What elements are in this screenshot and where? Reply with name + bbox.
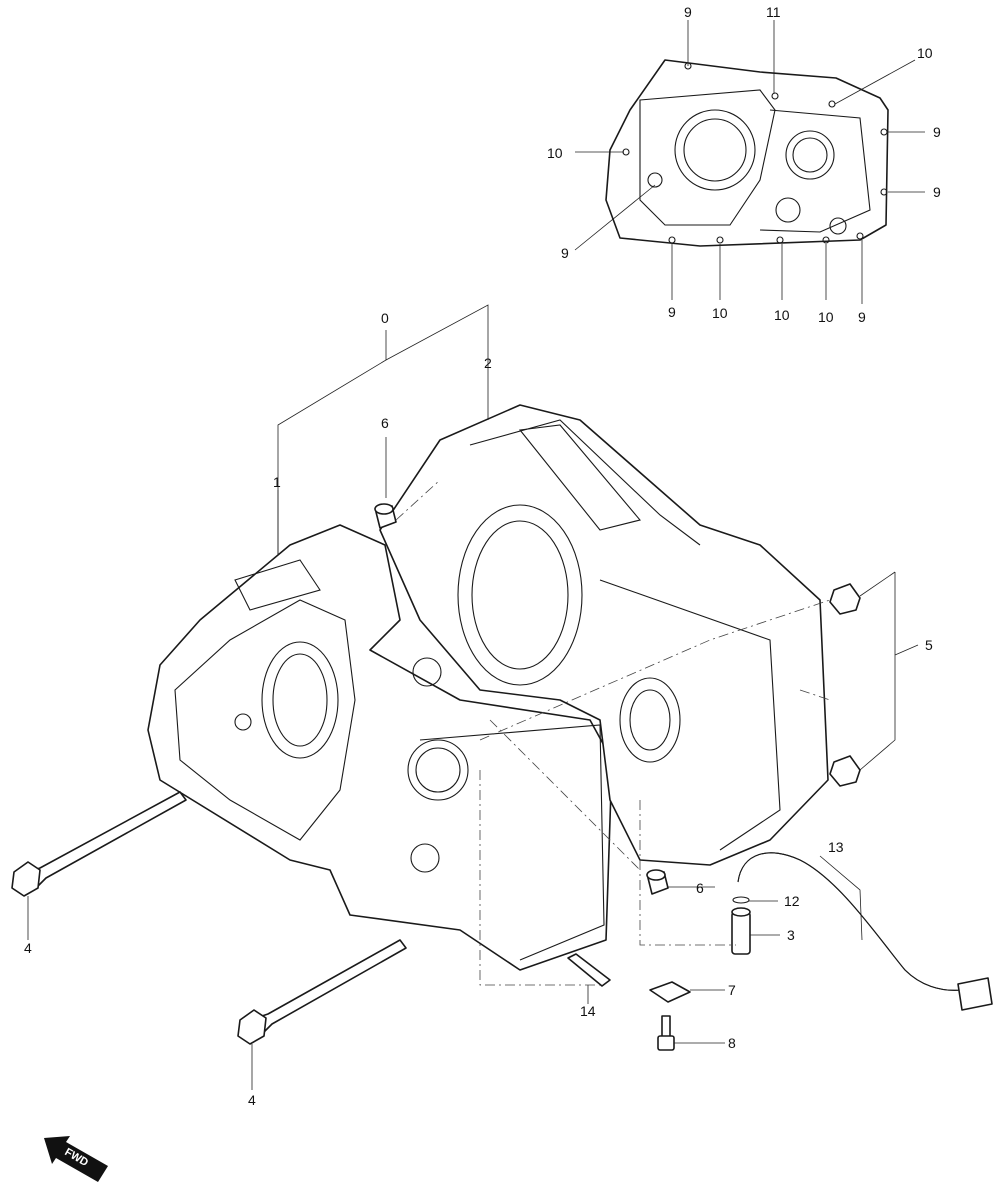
callout-9-right-upper: 9 (933, 124, 941, 140)
callout-4-upper: 4 (24, 940, 32, 956)
forward-arrow-icon (44, 1136, 108, 1182)
bolt-upper-long (11, 791, 187, 897)
fwd-direction-badge: FWD (44, 1136, 108, 1182)
callout-9-bottom-right: 9 (858, 309, 866, 325)
callout-6-lower: 6 (696, 880, 704, 896)
callout-2: 2 (484, 355, 492, 371)
grommet-lower (829, 755, 861, 787)
callout-4-lower: 4 (248, 1092, 256, 1108)
crankcase-right-half (379, 404, 829, 866)
callout-0: 0 (381, 310, 389, 326)
small-bolt (657, 1015, 675, 1051)
callout-10-bottom-3: 10 (818, 309, 834, 325)
callout-1: 1 (273, 474, 281, 490)
callout-9-bottom-left: 9 (668, 304, 676, 320)
callout-11: 11 (766, 4, 781, 20)
grommet-upper (829, 583, 861, 615)
callout-9-right-lower: 9 (933, 184, 941, 200)
callout-10-top-right: 10 (917, 45, 933, 61)
inset-crankcase-half (605, 59, 889, 247)
callout-10-left: 10 (547, 145, 563, 161)
retaining-plate (649, 981, 691, 1003)
callout-9-left: 9 (561, 245, 569, 261)
callout-14: 14 (580, 1003, 596, 1019)
breather-hose (737, 852, 993, 1011)
bolt-lower-long (237, 939, 407, 1045)
clamp-bracket (567, 953, 611, 987)
callout-9-top: 9 (684, 4, 692, 20)
dowel-pin-lower (646, 869, 669, 895)
callout-6-upper: 6 (381, 415, 389, 431)
callout-13: 13 (828, 839, 844, 855)
callout-10-bottom-1: 10 (712, 305, 728, 321)
hose-clip (732, 896, 750, 904)
callout-7: 7 (728, 982, 736, 998)
callout-12: 12 (784, 893, 800, 909)
breather-pipe (731, 907, 751, 955)
callout-5: 5 (925, 637, 933, 653)
dowel-pin-upper (374, 503, 397, 529)
callout-3: 3 (787, 927, 795, 943)
callout-10-bottom-2: 10 (774, 307, 790, 323)
callout-labels: 0 1 2 3 4 4 5 6 6 7 8 9 9 9 9 9 9 10 10 … (24, 4, 941, 1108)
leader-lines (27, 20, 925, 1090)
callout-8: 8 (728, 1035, 736, 1051)
